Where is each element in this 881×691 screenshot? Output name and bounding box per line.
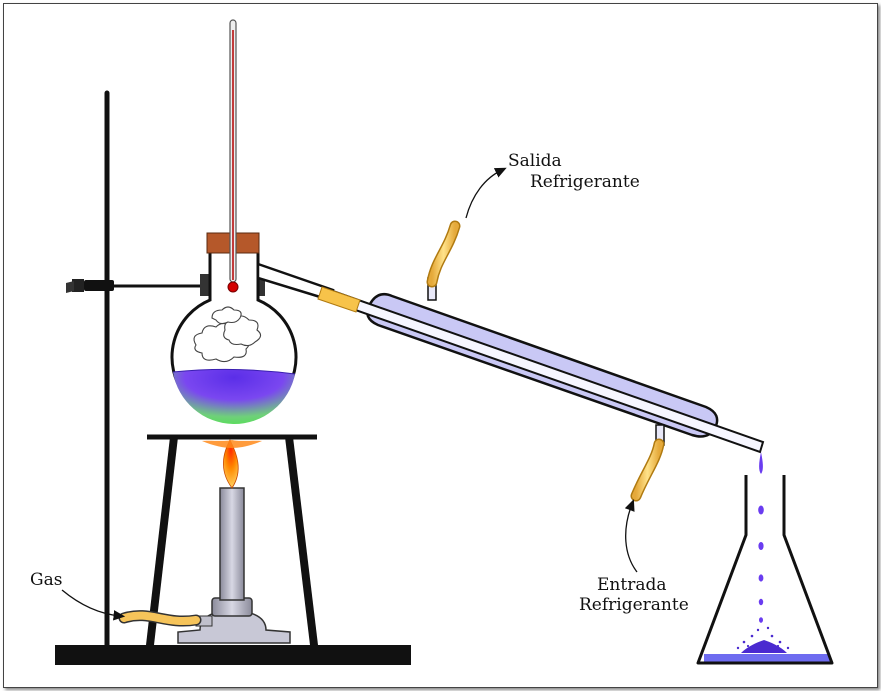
bunsen-burner [177, 487, 291, 644]
salida-label-line2: Refrigerante [530, 172, 640, 192]
erlenmeyer-flask [696, 475, 834, 665]
coolant-outlet-hose [426, 220, 461, 288]
condenser [317, 277, 765, 454]
salida-label-line1: Salida [508, 151, 562, 171]
gas-hose [118, 610, 202, 627]
drop-icon [758, 452, 764, 623]
stand-clamp-icon [66, 274, 265, 296]
gas-arrow [61, 589, 126, 621]
thermometer-icon [227, 19, 239, 293]
coolant-inlet-hose [630, 438, 665, 502]
gas-label: Gas [30, 570, 62, 590]
distillation-flask [170, 242, 298, 424]
stand-base [55, 645, 411, 665]
entrada-label-line2: Refrigerante [579, 595, 689, 615]
salida-arrow [465, 167, 507, 219]
entrada-label-line1: Entrada [597, 575, 666, 595]
flame-icon [202, 439, 262, 489]
entrada-arrow [624, 499, 638, 573]
tripod [146, 434, 318, 645]
